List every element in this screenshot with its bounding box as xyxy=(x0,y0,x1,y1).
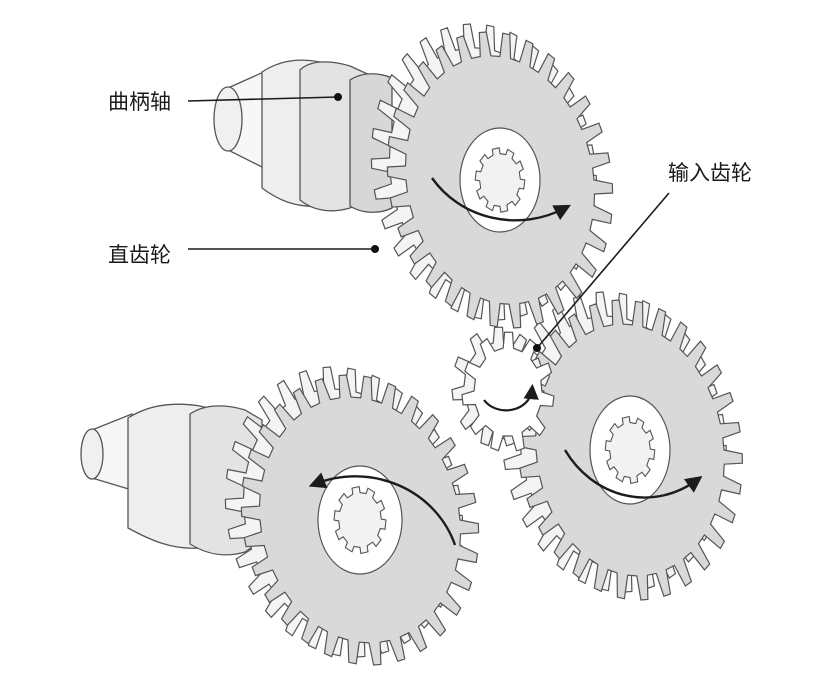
lower-shaft-cap xyxy=(80,428,104,480)
upper-spur-gear xyxy=(370,23,614,329)
gears-layer xyxy=(224,23,744,666)
lower-right-gear-rotation-arrow xyxy=(563,449,703,499)
input-gear-face xyxy=(461,331,555,452)
lower-right-spur-gear xyxy=(500,291,744,601)
upper-shaft-cap xyxy=(213,86,243,152)
label-input-gear: 输入齿轮 xyxy=(668,161,752,185)
label-spur-gear: 直齿轮 xyxy=(108,243,171,267)
dot-crankshaft xyxy=(334,93,342,101)
dot-spur-gear xyxy=(371,245,379,253)
callout-crankshaft: 曲柄轴 xyxy=(108,90,342,114)
leader-crankshaft xyxy=(187,96,339,102)
label-crankshaft: 曲柄轴 xyxy=(108,90,171,114)
upper-crankshaft xyxy=(213,59,393,213)
dot-input-gear xyxy=(533,344,541,352)
lower-right-spur-gear-spline-hub xyxy=(604,415,656,485)
callout-input-gear: 输入齿轮 xyxy=(533,161,752,352)
input-gear-rotation-arrow xyxy=(483,383,539,412)
lower-crankshaft xyxy=(80,403,263,556)
lower-left-spur-gear xyxy=(224,366,480,666)
lower-left-spur-gear-spline-hub xyxy=(333,485,387,555)
rotation-arrows xyxy=(308,177,703,546)
lower-left-gear-rotation-arrow xyxy=(308,472,457,546)
input-gear xyxy=(451,326,555,452)
leader-input-gear xyxy=(536,192,670,349)
upper-spur-gear-spline-hub xyxy=(474,147,526,213)
upper-gear-rotation-arrow xyxy=(431,177,571,222)
callout-spur-gear: 直齿轮 xyxy=(108,243,379,267)
